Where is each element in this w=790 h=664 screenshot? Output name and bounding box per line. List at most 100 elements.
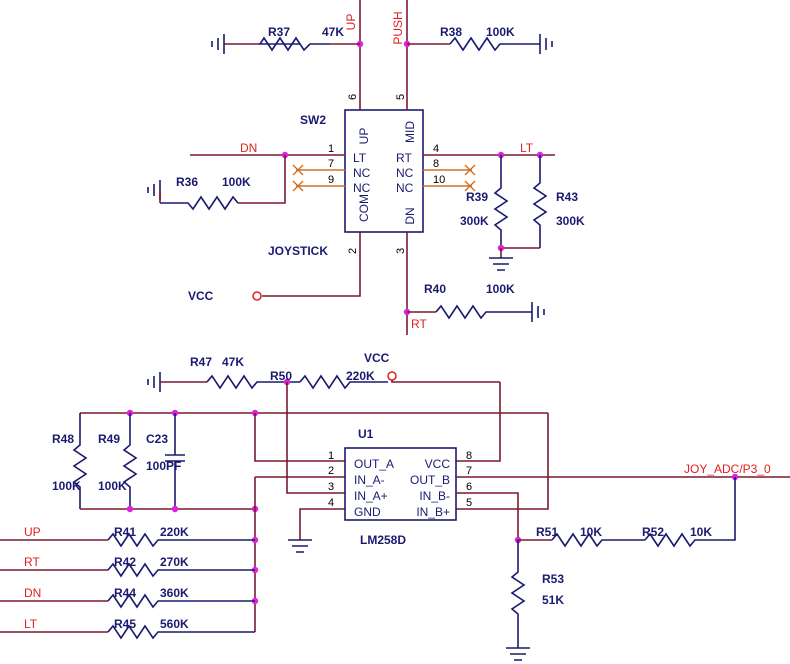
u1-pin-in-a-pos: IN_A+ — [354, 489, 388, 503]
sw2-pinnum-2: 2 — [347, 248, 359, 254]
r42-resistor — [107, 562, 255, 578]
sw2-refdes: SW2 — [300, 113, 326, 127]
r52-value: 10K — [690, 525, 712, 539]
r49-ref: R49 — [98, 432, 120, 446]
c23-value: 100PF — [146, 459, 181, 473]
vcc-label-1: VCC — [188, 289, 214, 303]
sw2-pin-nc4: NC — [396, 181, 414, 195]
r43-resistor — [532, 155, 548, 248]
no-connect-icon — [464, 164, 476, 192]
sw2-pinnum-7: 7 — [328, 158, 334, 170]
sw2-body — [344, 109, 424, 233]
net-in-dn: DN — [24, 586, 41, 600]
r44-value: 360K — [160, 586, 189, 600]
sw2-pin-rt: RT — [396, 151, 412, 165]
u1-pin-vcc: VCC — [425, 457, 451, 471]
ground-icon — [147, 372, 161, 392]
r44-ref: R44 — [114, 586, 136, 600]
u1-pin-out-a: OUT_A — [354, 457, 394, 471]
r42-value: 270K — [160, 555, 189, 569]
r48-resistor — [72, 413, 88, 509]
r39-value: 300K — [460, 214, 489, 228]
u1-pinnum-1: 1 — [328, 450, 334, 462]
c23-capacitor — [165, 413, 185, 509]
net-dn-left: DN — [240, 141, 257, 155]
ground-icon — [531, 302, 545, 322]
u1-pin-in-b-neg: IN_B- — [419, 489, 450, 503]
r50-value: 220K — [346, 369, 375, 383]
sw2-pinnum-3: 3 — [395, 248, 407, 254]
ground-icon — [147, 180, 161, 200]
net-push-top: PUSH — [391, 11, 405, 44]
no-connect-icon — [292, 164, 304, 192]
r53-value: 51K — [542, 593, 564, 607]
net-rt-bottom: RT — [411, 317, 427, 331]
r38-value: 100K — [486, 25, 515, 39]
u1-pinnum-8: 8 — [466, 450, 472, 462]
u1-pin-in-b-pos: IN_B+ — [416, 505, 450, 519]
r42-ref: R42 — [114, 555, 136, 569]
sw2-pin-lt: LT — [353, 151, 367, 165]
u1-pinnum-2: 2 — [328, 465, 334, 477]
r47-value: 47K — [222, 355, 244, 369]
r53-ref: R53 — [542, 572, 564, 586]
sw2-pin-nc1: NC — [353, 166, 371, 180]
u1-pin-out-b: OUT_B — [410, 473, 450, 487]
sw2-pin-com: COM — [357, 194, 371, 222]
u1-refdes: U1 — [358, 427, 374, 441]
r51-value: 10K — [580, 525, 602, 539]
u1-pinnum-7: 7 — [466, 465, 472, 477]
r36-ref: R36 — [176, 175, 198, 189]
ground-icon — [288, 539, 312, 553]
r49-value: 100K — [98, 479, 127, 493]
r43-ref: R43 — [556, 190, 578, 204]
sw2-pin-mid: MID — [403, 121, 417, 143]
r37-value: 47K — [322, 25, 344, 39]
r41-resistor — [107, 532, 255, 548]
r45-resistor — [107, 624, 255, 640]
sw2-value: JOYSTICK — [268, 244, 328, 258]
u1-pin-gnd: GND — [354, 505, 381, 519]
r39-resistor — [493, 155, 509, 248]
r47-ref: R47 — [190, 355, 212, 369]
r40-value: 100K — [486, 282, 515, 296]
r37-resistor — [258, 36, 330, 52]
r37-ref: R37 — [268, 25, 290, 39]
net-up-top: UP — [344, 14, 358, 31]
r50-ref: R50 — [270, 369, 292, 383]
u1-pinnum-3: 3 — [328, 481, 334, 493]
r52-resistor — [644, 477, 736, 548]
sw2-pinnum-4: 4 — [433, 143, 439, 155]
sw2-pinnum-5: 5 — [395, 94, 407, 100]
r36-resistor — [160, 195, 239, 211]
net-in-up: UP — [24, 525, 41, 539]
ground-icon — [211, 34, 225, 54]
r38-resistor — [449, 36, 540, 52]
r53-resistor — [510, 540, 526, 648]
net-in-rt: RT — [24, 555, 40, 569]
r44-resistor — [107, 593, 255, 609]
r45-ref: R45 — [114, 617, 136, 631]
r52-ref: R52 — [642, 525, 664, 539]
net-in-lt: LT — [24, 617, 38, 631]
sw2-pinnum-6: 6 — [347, 94, 359, 100]
u1-pin-in-a-neg: IN_A- — [354, 473, 385, 487]
vcc-terminal — [252, 291, 262, 301]
sw2-pinnum-1: 1 — [328, 143, 334, 155]
net-joy-adc: JOY_ADC/P3_0 — [684, 462, 771, 476]
r51-ref: R51 — [536, 525, 558, 539]
r51-resistor — [551, 532, 645, 548]
ground-icon — [506, 647, 530, 661]
u1-pinnum-4: 4 — [328, 497, 334, 509]
r48-value: 100K — [52, 479, 81, 493]
c23-ref: C23 — [146, 432, 168, 446]
sw2-pin-dn: DN — [403, 207, 417, 224]
sw2-pinnum-10: 10 — [433, 174, 445, 186]
u1-pinnum-5: 5 — [466, 497, 472, 509]
sw2-pin-nc2: NC — [353, 181, 371, 195]
net-lt-right: LT — [520, 141, 534, 155]
r40-resistor — [435, 304, 532, 320]
u1-body — [344, 447, 457, 521]
r50-resistor — [299, 374, 388, 390]
